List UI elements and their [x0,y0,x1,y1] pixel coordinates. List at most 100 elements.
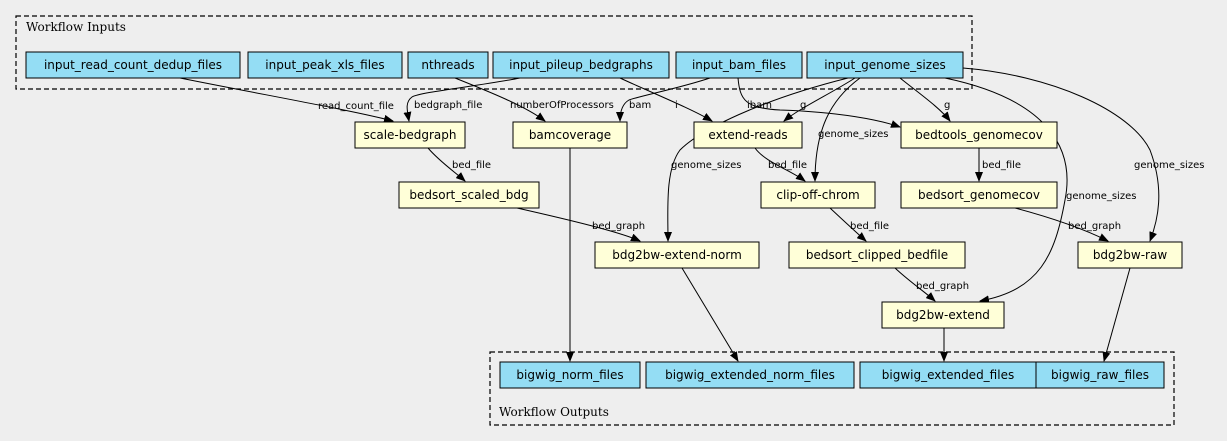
input-node-input-bam-files: input_bam_files [675,51,803,79]
edge-bedsort-genomecov-to-bdg2bw-raw: bed_graph [1014,207,1121,242]
step-node-bedtools-genomecov: bedtools_genomecov [900,121,1058,149]
node-label: input_read_count_dedup_files [44,58,222,72]
input-node-input-read-count-dedup-files: input_read_count_dedup_files [25,51,241,79]
edge-label: genome_sizes [671,160,741,171]
step-node-bedsort-scaled-bdg: bedsort_scaled_bdg [398,181,540,209]
edge-input-genome-sizes-to-bdg2bw-extend-norm: genome_sizes [663,77,849,242]
node-label: scale-bedgraph [364,128,457,142]
edge-line [681,267,739,362]
node-label: input_genome_sizes [824,58,945,72]
edge-line [944,77,1068,304]
step-node-bedsort-genomecov: bedsort_genomecov [900,181,1058,209]
node-box [354,121,466,149]
node-box [900,121,1058,149]
step-node-bdg2bw-extend: bdg2bw-extend [881,301,1005,329]
edge-label: genome_sizes [818,129,888,140]
node-label: bedsort_clipped_bedfile [806,248,948,262]
edge-bedsort-clipped-bedfile-to-bdg2bw-extend: bed_graph [894,267,969,302]
edge-line [427,147,466,182]
edge-line [616,77,711,122]
node-label: bigwig_extended_norm_files [665,368,835,382]
edge-label: bed_graph [1068,221,1121,232]
edge-input-read-count-dedup-files-to-scale-bedgraph: read_count_file [179,77,394,123]
step-node-extend-reads: extend-reads [693,121,803,149]
step-node-bedsort-clipped-bedfile: bedsort_clipped_bedfile [788,241,966,269]
edge-label: bam [629,100,651,111]
node-label: bedsort_genomecov [918,188,1040,202]
node-label: nthreads [421,58,474,72]
output-node-bigwig-norm-files: bigwig_norm_files [499,361,641,389]
node-box [693,121,803,149]
node-label: bamcoverage [529,128,611,142]
input-node-nthreads: nthreads [407,51,489,79]
cluster-inputs-label: Workflow Inputs [26,20,126,34]
node-label: input_bam_files [692,58,786,72]
edge-line [829,207,867,242]
edge-label: bed_file [452,160,491,171]
nodes: input_read_count_dedup_files input_peak_x… [25,51,1183,389]
edge-input-pileup-bedgraphs-to-extend-reads: i [619,77,713,122]
edge-clip-off-chrom-to-bedsort-clipped-bedfile: bed_file [829,207,889,242]
node-box [859,361,1037,389]
edge-line [894,267,936,302]
edge-label: genome_sizes [1134,160,1204,171]
cluster-workflow-outputs: Workflow Outputs [489,351,1175,426]
cluster-workflow-inputs: Workflow Inputs [15,15,973,90]
edge-line [899,77,951,122]
node-box [247,51,403,79]
node-label: bigwig_extended_files [882,368,1014,382]
edge-label: bed_file [768,160,807,171]
node-box [1077,241,1183,269]
node-label: extend-reads [708,128,787,142]
edge-label: bed_file [850,221,889,232]
node-box [760,181,876,209]
node-box [25,51,241,79]
edge-label: bed_graph [592,221,645,232]
edge-bedtools-genomecov-to-bedsort-genomecov: bed_file [975,148,1021,182]
input-node-input-peak-xls-files: input_peak_xls_files [247,51,403,79]
edge-nthreads-to-bamcoverage: numberOfProcessors [454,77,614,122]
node-box [881,301,1005,329]
step-node-bamcoverage: bamcoverage [512,121,628,149]
output-node-bigwig-extended-norm-files: bigwig_extended_norm_files [645,361,855,389]
edge-line [737,77,901,128]
node-box [788,241,966,269]
edge-label: bed_file [982,160,1021,171]
edge-scale-bedgraph-to-bedsort-scaled-bdg: bed_file [427,147,491,182]
edge-bdg2bw-raw-to-bigwig-raw-files [1102,267,1131,362]
edge-label: genome_sizes [1066,191,1136,202]
step-node-bdg2bw-extend-norm: bdg2bw-extend-norm [594,241,760,269]
node-label: bdg2bw-extend [896,308,990,322]
edge-input-genome-sizes-to-bedtools-genomecov: g [899,77,951,122]
node-label: clip-off-chrom [776,188,859,202]
node-label: bdg2bw-extend-norm [612,248,742,262]
edge-bdg2bw-extend-norm-to-bigwig-extended-norm-files [681,267,739,362]
edge-line [454,77,546,122]
node-label: input_peak_xls_files [265,58,384,72]
step-node-clip-off-chrom: clip-off-chrom [760,181,876,209]
edge-line [754,147,806,182]
node-box [806,51,964,79]
node-label: bdg2bw-raw [1093,248,1168,262]
edge-line [811,77,861,182]
node-box [499,361,641,389]
node-label: bigwig_raw_files [1051,368,1149,382]
node-label: bedtools_genomecov [915,128,1043,142]
edge-line [403,77,521,122]
node-box [398,181,540,209]
edge-bedsort-scaled-bdg-to-bdg2bw-extend-norm: bed_graph [516,207,645,242]
edge-label: numberOfProcessors [510,100,614,111]
node-box [594,241,760,269]
step-node-scale-bedgraph: scale-bedgraph [354,121,466,149]
edge-label: i [675,100,678,111]
edge-line [1014,207,1109,242]
edge-line [1102,267,1131,362]
node-box [900,181,1058,209]
edge-line [516,207,641,242]
edge-input-bam-files-to-bamcoverage: bam [616,77,711,122]
node-box [492,51,670,79]
edge-label: read_count_file [318,101,394,112]
edge-input-genome-sizes-to-bdg2bw-raw: genome_sizes [962,67,1204,242]
